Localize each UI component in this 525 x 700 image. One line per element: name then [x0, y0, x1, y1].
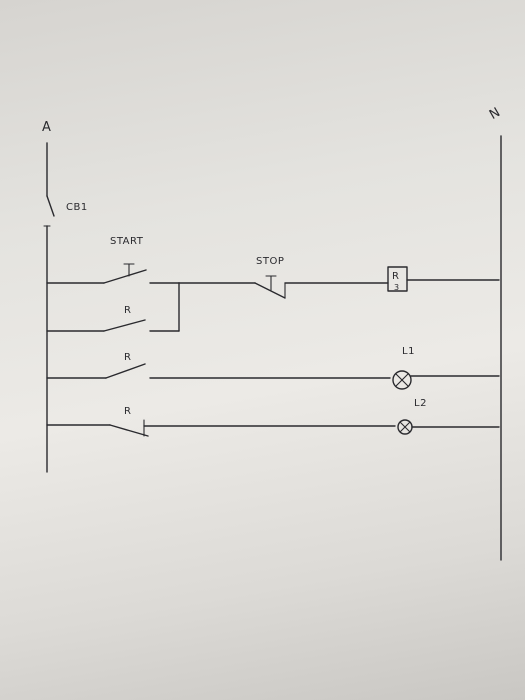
left-rail-label: A — [42, 120, 51, 135]
coil-label: R — [392, 271, 399, 282]
right-rail-label: N — [487, 105, 503, 123]
lamp1-label: L1 — [402, 346, 415, 357]
coil-sub-label: 3 — [394, 283, 400, 292]
start-label: START — [110, 236, 144, 247]
breaker-label: CB1 — [66, 202, 88, 213]
holding-contact-label: R — [124, 305, 131, 316]
lamp2-contact-label: R — [124, 406, 131, 417]
lamp1-contact-label: R — [124, 352, 131, 363]
rung-4 — [46, 419, 500, 437]
rung-3 — [46, 363, 500, 390]
rung-2 — [46, 282, 180, 332]
lamp2-label: L2 — [414, 398, 427, 409]
stop-label: STOP — [256, 256, 284, 267]
rung-1 — [46, 263, 500, 299]
left-rail — [43, 142, 55, 473]
